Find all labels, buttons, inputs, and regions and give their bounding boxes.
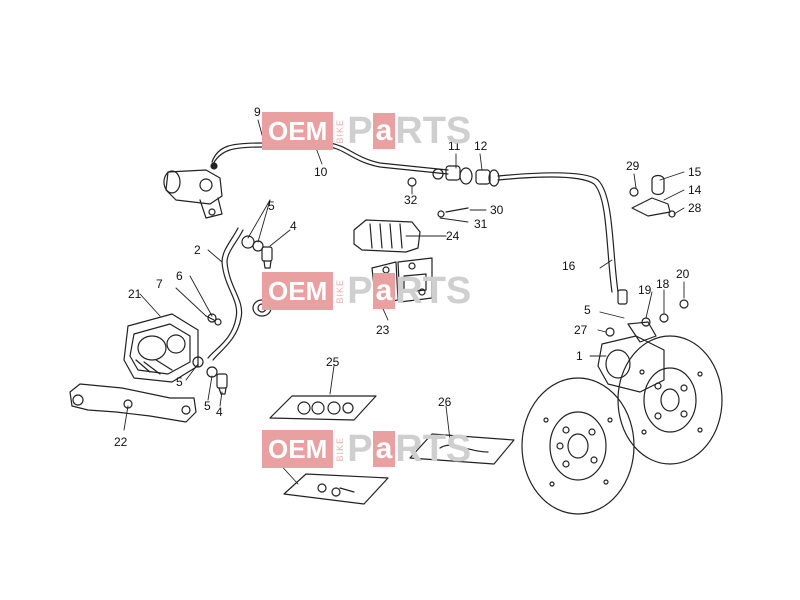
rear-caliper-21 bbox=[123, 313, 199, 383]
bolt-30-31 bbox=[437, 207, 469, 218]
callout-14: 14 bbox=[688, 183, 702, 197]
repair-kit-26 bbox=[409, 433, 515, 465]
callout-2: 2 bbox=[194, 243, 201, 257]
callout-15: 15 bbox=[688, 165, 702, 179]
brake-hose-2 bbox=[207, 227, 244, 361]
callout-10: 10 bbox=[314, 165, 328, 179]
bolt-18 bbox=[659, 313, 669, 323]
hose-union-11-12 bbox=[407, 165, 500, 187]
callout-23: 23 bbox=[376, 323, 390, 337]
callout-5-front: 5 bbox=[584, 303, 591, 317]
repair-kit-17 bbox=[283, 473, 389, 505]
callout-4-top: 4 bbox=[290, 219, 297, 233]
callout-18: 18 bbox=[656, 277, 670, 291]
callout-5-bottom: 5 bbox=[204, 399, 211, 413]
brake-disc-rear bbox=[521, 377, 635, 515]
callout-29: 29 bbox=[626, 159, 640, 173]
callout-22: 22 bbox=[114, 435, 128, 449]
seal-kit-25 bbox=[269, 395, 377, 421]
callout-16: 16 bbox=[562, 259, 576, 273]
brake-disc-front bbox=[617, 335, 723, 465]
callout-12: 12 bbox=[474, 139, 488, 153]
brake-pads-23 bbox=[371, 257, 433, 305]
callout-26: 26 bbox=[438, 395, 452, 409]
brake-hose-9 bbox=[211, 142, 449, 175]
leader-lines bbox=[123, 119, 685, 485]
callout-30: 30 bbox=[490, 203, 504, 217]
front-caliper-1 bbox=[597, 299, 689, 393]
callout-7: 7 bbox=[156, 277, 163, 291]
callout-27: 27 bbox=[574, 323, 588, 337]
callout-5-left: 5 bbox=[176, 375, 183, 389]
callout-5-top: 5 bbox=[268, 199, 275, 213]
callout-24: 24 bbox=[446, 229, 460, 243]
callout-11: 11 bbox=[448, 139, 461, 153]
callout-9: 9 bbox=[254, 105, 261, 119]
brake-hose-16 bbox=[497, 172, 628, 305]
callout-6: 6 bbox=[176, 269, 183, 283]
bolt-27 bbox=[605, 327, 615, 337]
cap-20 bbox=[679, 299, 689, 309]
callout-32: 32 bbox=[404, 193, 418, 207]
callout-31: 31 bbox=[474, 217, 488, 231]
banjo-bolt-4-bottom bbox=[216, 373, 228, 395]
grommet-3 bbox=[252, 299, 272, 317]
washer-5-top bbox=[241, 235, 255, 249]
callout-labels: 9 10 11 12 32 30 31 24 16 29 15 14 28 5 … bbox=[114, 105, 702, 465]
callout-25: 25 bbox=[326, 355, 340, 369]
washer-5-bottom bbox=[206, 366, 218, 378]
nut-32 bbox=[407, 177, 417, 187]
callout-28: 28 bbox=[688, 201, 702, 215]
callout-17: 17 bbox=[264, 451, 278, 465]
washer-5-bottom-b bbox=[192, 356, 204, 368]
callout-1: 1 bbox=[576, 349, 583, 363]
master-cylinder bbox=[163, 162, 223, 219]
caliper-bracket-22 bbox=[69, 383, 197, 423]
banjo-bolt-4-top bbox=[261, 246, 273, 269]
callout-4-bottom: 4 bbox=[216, 405, 223, 419]
callout-3: 3 bbox=[286, 295, 293, 309]
washer-5-top-b bbox=[252, 240, 264, 252]
brake-pads-24 bbox=[353, 219, 421, 253]
callout-19: 19 bbox=[638, 283, 652, 297]
nut-29 bbox=[629, 187, 639, 197]
callout-20: 20 bbox=[676, 267, 690, 281]
bracket-14-15-28-29 bbox=[629, 174, 676, 218]
bleeder-6-7 bbox=[205, 313, 222, 326]
callout-21: 21 bbox=[128, 287, 142, 301]
